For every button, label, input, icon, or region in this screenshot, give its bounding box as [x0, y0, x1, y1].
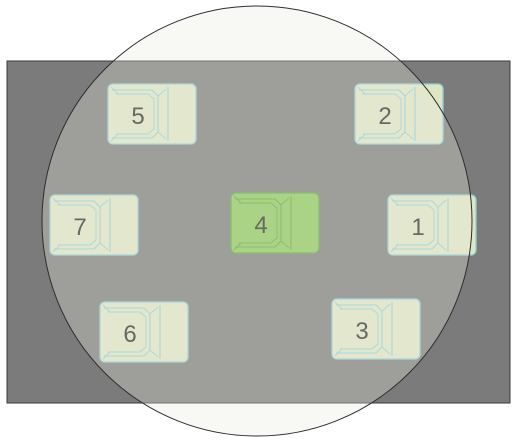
range-circle — [42, 6, 472, 436]
